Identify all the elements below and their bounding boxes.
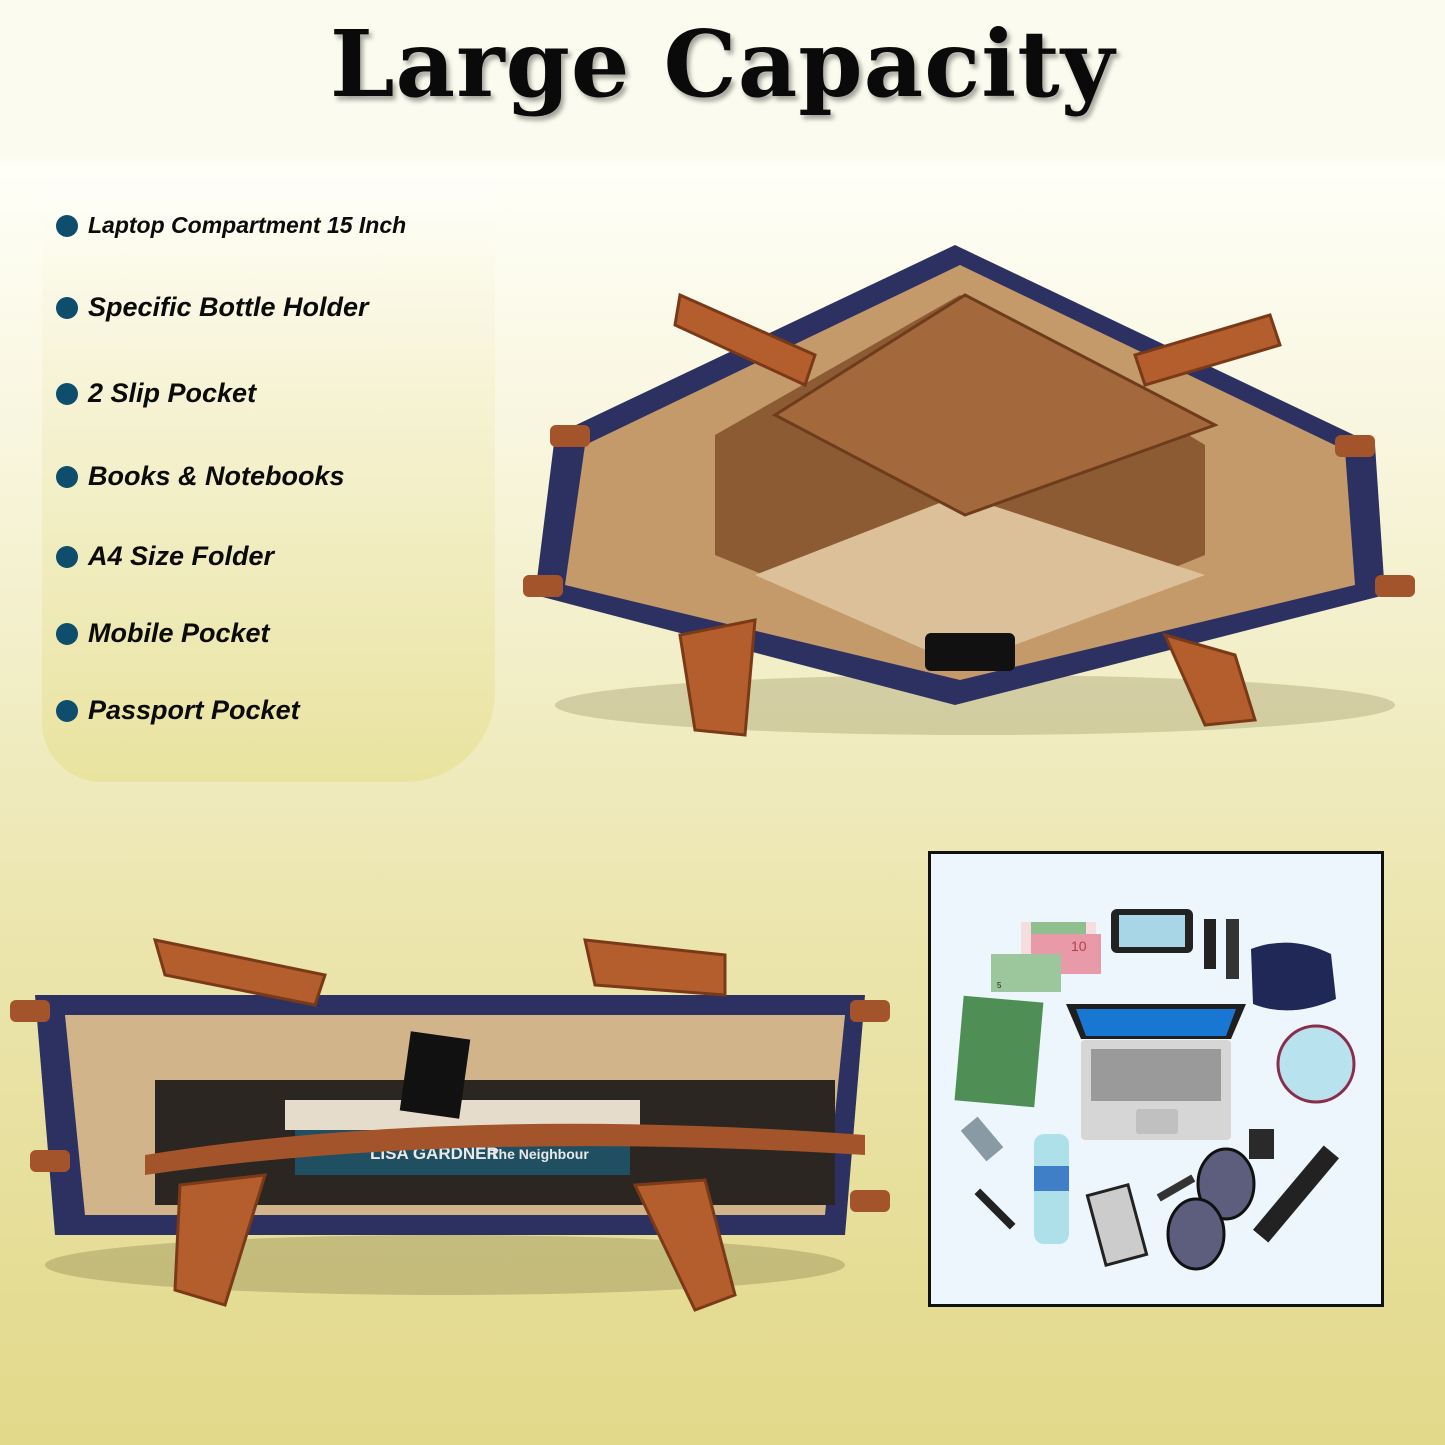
feature-label: Mobile Pocket (88, 618, 270, 648)
sunglasses-icon (1196, 1147, 1256, 1221)
keys-icon (960, 1116, 1004, 1162)
feature-label: Laptop Compartment 15 Inch (88, 212, 407, 238)
bullet-icon (56, 296, 78, 319)
charger-icon (1249, 1129, 1274, 1159)
feature-item: Mobile Pocket (56, 618, 270, 649)
feature-label: Specific Bottle Holder (88, 292, 369, 322)
feature-item: Laptop Compartment 15 Inch (56, 212, 406, 239)
comb-icon (1252, 1145, 1340, 1243)
banknote-value: 10 (1071, 938, 1087, 954)
bag-open-top-photo (523, 245, 1415, 737)
mirror-icon (1276, 1024, 1356, 1104)
feature-item: Books & Notebooks (56, 461, 345, 492)
bullet-icon (56, 465, 78, 488)
banknote-value: 5 (997, 981, 1002, 990)
lipstick-icon (1226, 919, 1239, 979)
mascara-icon (1204, 919, 1216, 969)
contents-illustration-svg: 10 5 (954, 909, 1356, 1271)
feature-item: 2 Slip Pocket (56, 378, 256, 409)
feature-label: Passport Pocket (88, 695, 300, 725)
contents-illustration: 10 5 (928, 851, 1384, 1307)
bullet-icon (56, 545, 78, 568)
book-icon (954, 995, 1044, 1108)
feature-label: A4 Size Folder (88, 541, 275, 571)
bullet-icon (56, 699, 78, 722)
features-panel (42, 190, 495, 782)
bullet-icon (56, 622, 78, 645)
makeup-brush-icon (1156, 1174, 1196, 1202)
eyeshadow-palette-icon (1085, 1182, 1149, 1268)
page-title: Large Capacity (329, 10, 1116, 118)
bullet-icon (56, 214, 78, 237)
bag-packed-photo: LISA GARDNER The Neighbour (10, 938, 890, 1312)
feature-item: Specific Bottle Holder (56, 292, 369, 323)
feature-label: Books & Notebooks (88, 461, 345, 491)
feature-item: A4 Size Folder (56, 541, 274, 572)
feature-item: Passport Pocket (56, 695, 300, 726)
coin-purse-icon (1251, 942, 1336, 1011)
banknotes-icon: 10 5 (991, 922, 1101, 992)
book-title: The Neighbour (490, 1146, 589, 1162)
feature-label: 2 Slip Pocket (88, 378, 257, 408)
pencil-icon (974, 1188, 1016, 1230)
bullet-icon (56, 382, 78, 405)
